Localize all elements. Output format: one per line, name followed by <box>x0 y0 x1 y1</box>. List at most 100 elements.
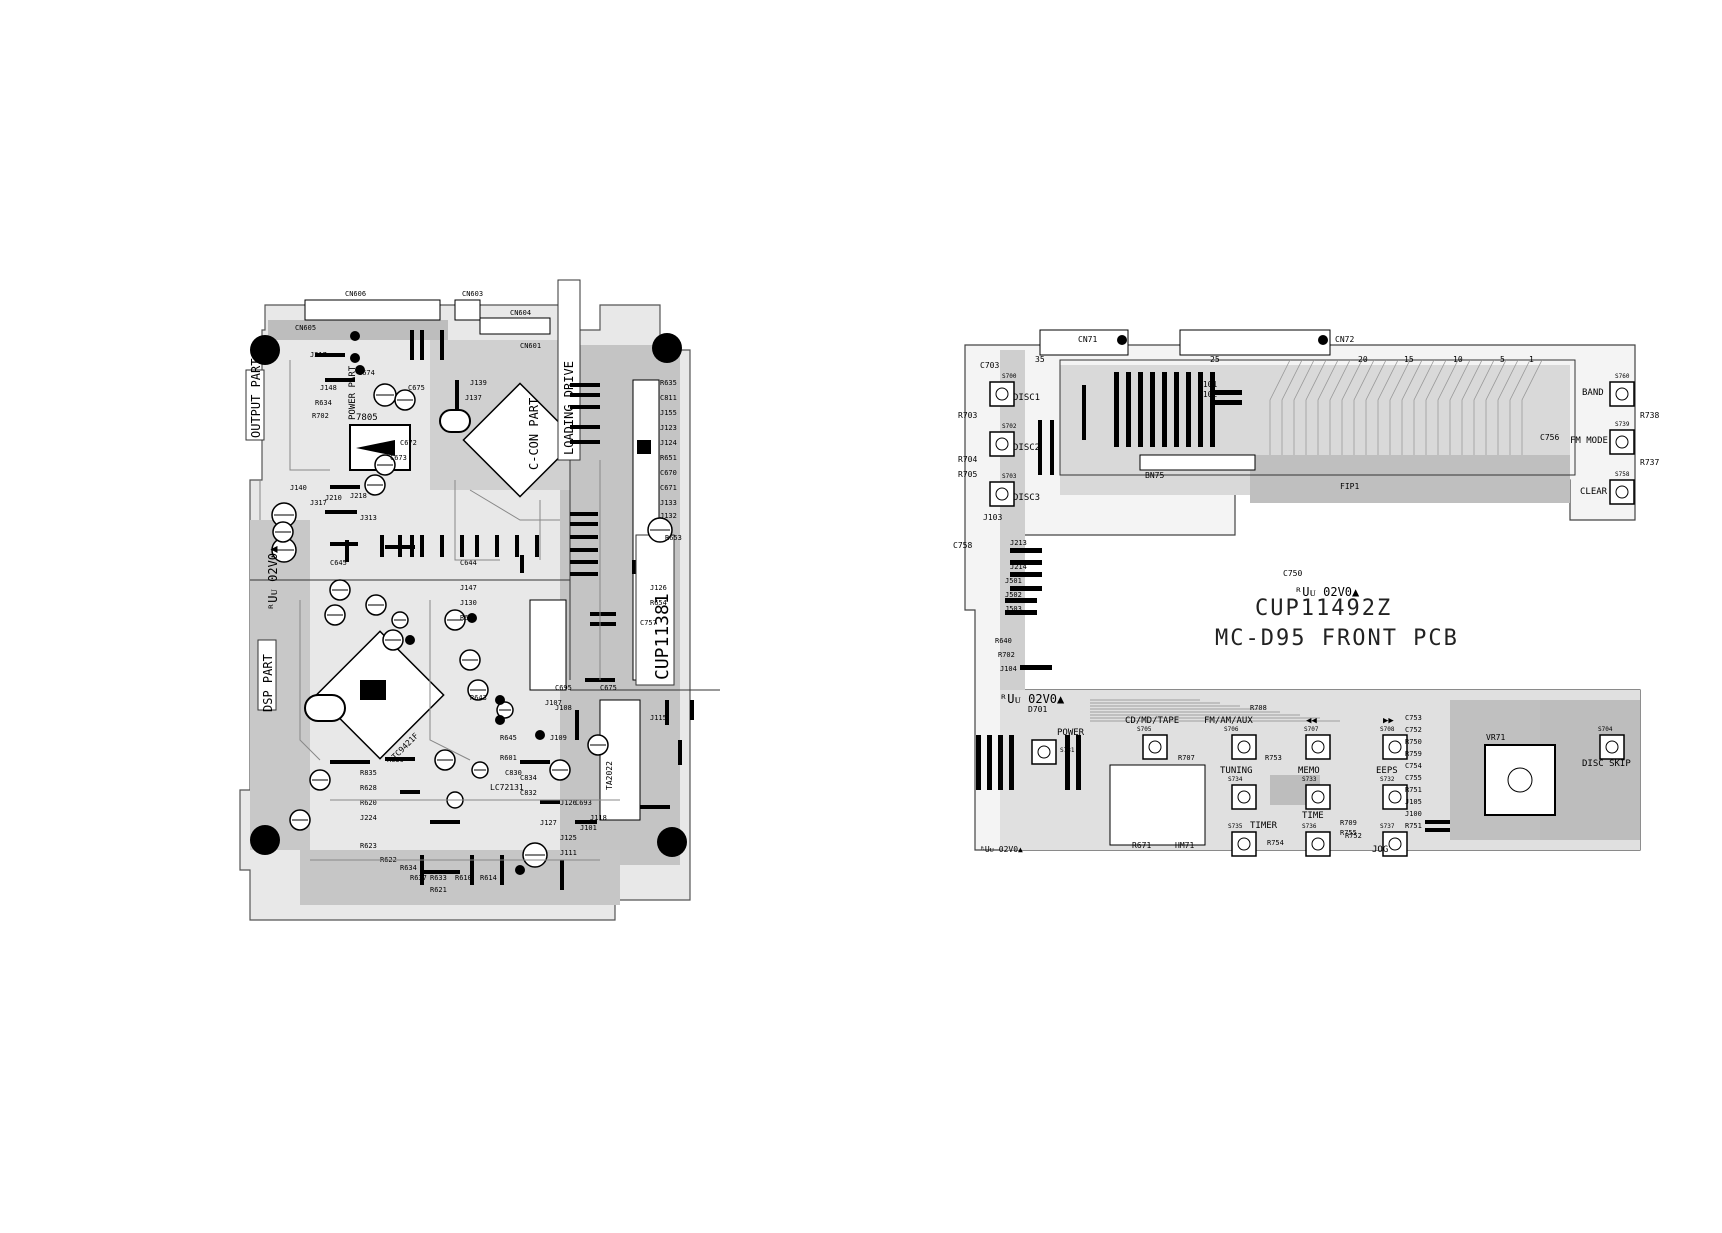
jumper-bar <box>395 545 415 549</box>
contact-bar <box>1210 390 1242 395</box>
connector-label: CN605 <box>295 324 316 332</box>
jumper-bar <box>420 535 424 557</box>
contact-bar <box>1050 420 1054 475</box>
switch-label: BAND <box>1582 388 1604 398</box>
label-dsp-part: DSP PART <box>261 654 275 712</box>
component-label: C693 <box>575 799 592 807</box>
contact-bar <box>1082 385 1086 440</box>
contact-bar <box>1020 665 1052 670</box>
trace <box>1353 359 1375 455</box>
component-label: C675 <box>600 684 617 692</box>
switch-ref: S700 <box>1002 373 1017 380</box>
contact-bar <box>1425 828 1450 832</box>
component-label: R753 <box>1265 754 1282 762</box>
switch-ref: S739 <box>1615 421 1630 428</box>
switch-label: MEMO <box>1298 766 1320 776</box>
component-label: R634 <box>400 864 417 872</box>
jumper-bar <box>570 393 600 397</box>
component-label: J109 <box>550 734 567 742</box>
trace <box>1341 359 1363 455</box>
trace <box>1509 359 1531 455</box>
jumper-bar <box>570 440 600 444</box>
component-label: R759 <box>1405 750 1422 758</box>
left-marks-group: J217J148R634R702C674C675C672C673J139J137… <box>259 290 694 894</box>
pad <box>637 440 651 454</box>
connector-cn604 <box>479 317 551 335</box>
component-label: R628 <box>360 784 377 792</box>
component-label: C753 <box>1405 714 1422 722</box>
component-label: J147 <box>460 584 477 592</box>
connector-cn72 <box>1179 329 1331 356</box>
component-label: J317 <box>310 499 327 507</box>
switch-label: CLEAR <box>1580 487 1608 497</box>
switch-ref: S708 <box>1380 726 1395 733</box>
jumper-bar <box>570 535 598 539</box>
component-label: C674 <box>358 369 375 377</box>
switch-actuator <box>1237 790 1251 804</box>
switch-ref: S706 <box>1224 726 1239 733</box>
contact-bar <box>1198 372 1203 447</box>
jumper-bar <box>570 383 600 387</box>
component-label: J100 <box>1405 810 1422 818</box>
ul-mark-bottom: ᴿUᴜ 02V0▲ <box>980 845 1023 854</box>
label-r738: R738 <box>1640 411 1659 420</box>
component-label: J111 <box>560 849 577 857</box>
contact-bar <box>1038 420 1042 475</box>
component-label: R707 <box>1178 754 1195 762</box>
switch-label: JOG <box>1372 845 1388 855</box>
trace <box>1293 359 1315 455</box>
component-label: C754 <box>1405 762 1422 770</box>
label-j102: J102 <box>1198 390 1217 399</box>
pour <box>300 850 620 905</box>
component-label: R645 <box>500 734 517 742</box>
switch-s707 <box>1305 734 1331 760</box>
jumper-bar <box>380 535 384 557</box>
pour <box>268 320 448 340</box>
component-label: J105 <box>1405 798 1422 806</box>
switch-ref: S734 <box>1228 776 1243 783</box>
pin-number: 5 <box>1500 355 1505 364</box>
component-label: R630 <box>387 756 404 764</box>
component-label: R623 <box>360 842 377 850</box>
ic-label: LC72131 <box>490 783 524 792</box>
contact-bar <box>1114 372 1119 447</box>
contact-bar <box>998 735 1003 790</box>
component-label: J118 <box>590 814 607 822</box>
switch-actuator <box>1148 740 1162 754</box>
contact-bar <box>1076 735 1081 790</box>
jumper-bar <box>330 485 360 489</box>
ic-label: TA2022 <box>605 761 614 790</box>
switch-actuator <box>1237 837 1251 851</box>
component-label: R610 <box>455 874 472 882</box>
contact-bar <box>1010 560 1042 565</box>
label-power-part: POWER PART <box>348 365 358 420</box>
trace <box>1269 359 1291 455</box>
trace <box>469 489 560 521</box>
label-panel <box>557 279 581 461</box>
label-c758: C758 <box>953 541 972 550</box>
contact-bar <box>1162 372 1167 447</box>
component-label: C671 <box>660 484 677 492</box>
switch-ref: S735 <box>1228 823 1243 830</box>
switch-ref: S736 <box>1302 823 1317 830</box>
pad <box>495 695 505 705</box>
contact-bars <box>976 359 1543 832</box>
jumper-bar <box>570 425 600 429</box>
component-label: C672 <box>400 439 417 447</box>
jumper-bar <box>330 542 358 546</box>
jumper-bar <box>570 405 600 409</box>
switch-s737 <box>1382 831 1408 857</box>
contact-bar <box>1150 372 1155 447</box>
switch-label: TIME <box>1302 811 1324 821</box>
pin-number: 25 <box>1210 355 1220 364</box>
left-pcb: J217J148R634R702C674C675C672C673J139J137… <box>239 279 720 921</box>
component-label: J313 <box>360 514 377 522</box>
contact-bar <box>987 735 992 790</box>
switch-group: S700DISC1S702DISC2S703DISC3S760BANDS739F… <box>989 373 1635 857</box>
label-cn71: CN71 <box>1078 335 1097 344</box>
label-r671: R671 <box>1132 841 1151 850</box>
jumper-bar <box>398 535 402 557</box>
ul-mark-left: ᴿUᴜ 02V0▲ <box>266 545 280 610</box>
component-label: J125 <box>560 834 577 842</box>
